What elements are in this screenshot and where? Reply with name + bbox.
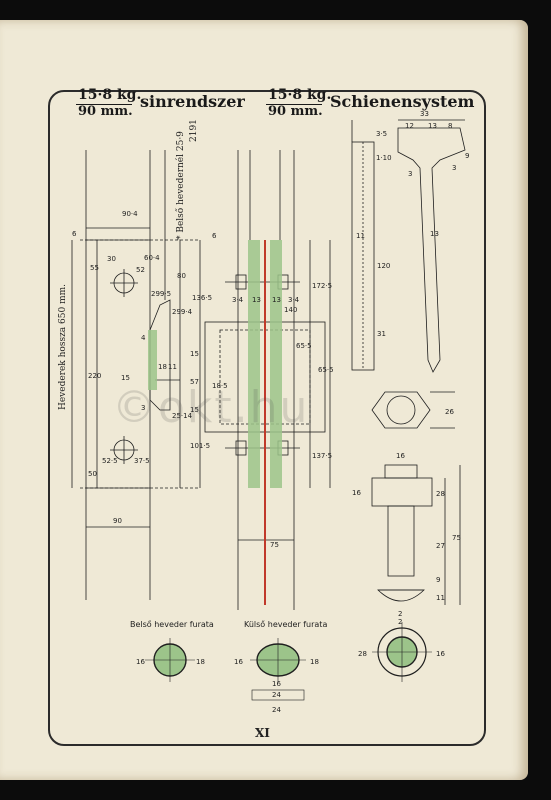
dim-label: 3·4 [288, 296, 300, 304]
dim-label: 8 [448, 122, 452, 130]
dim-label: 90·4 [122, 210, 138, 218]
page-number: XI [255, 726, 270, 740]
dim-label: 299·5 [151, 290, 171, 298]
dim-label: 37·5 [134, 457, 150, 465]
dim-label: 11 [168, 363, 177, 371]
dim-label: 3 [408, 170, 412, 178]
dim-label: 18 [158, 363, 167, 371]
dim-label: 136·5 [192, 294, 212, 302]
dim-label: 16 [136, 658, 145, 666]
dim-label: 26 [445, 408, 454, 416]
dim-label: 52 [136, 266, 145, 274]
right-title: Schienensystem [330, 92, 475, 111]
dim-label: 65·5 [318, 366, 334, 374]
dim-label: 57 [190, 378, 199, 386]
dim-label: 13 [272, 296, 281, 304]
dim-label: 2 [398, 618, 402, 626]
dim-label: 9 [436, 576, 440, 584]
dim-label: 50 [88, 470, 97, 478]
dim-label: 11 [436, 594, 445, 602]
dim-label: 75 [270, 541, 279, 549]
dim-label: 3 [141, 404, 145, 412]
dim-label: 75 [452, 534, 461, 542]
left-weight: 15·8 kg. [78, 87, 142, 103]
left-fraction-rule [76, 104, 132, 106]
dim-label: 140 [284, 306, 297, 314]
dim-label: 6 [212, 232, 217, 240]
right-mm: 90 mm. [268, 104, 323, 119]
side-label: Hevederek hossza 650 mm. [58, 284, 68, 410]
dim-label: 15 [190, 350, 199, 358]
watermark: ©okt.hu [112, 382, 310, 433]
fishplate-color-fill [148, 240, 282, 605]
dim-label: 52·5 [102, 457, 118, 465]
section-fishplate [148, 330, 157, 390]
drawing-frame [48, 90, 486, 746]
dim-label: 16 [352, 489, 361, 497]
right-fraction-rule [266, 104, 322, 106]
dim-label: 2 [398, 610, 402, 618]
dim-label: 137·5 [312, 452, 332, 460]
dim-label: 16 [272, 680, 281, 688]
left-title: sinrendszer [140, 92, 245, 111]
dim-label: 55 [90, 264, 99, 272]
dim-label: 101·5 [190, 442, 210, 450]
dim-label: 9 [465, 152, 469, 160]
dim-label: 13 [428, 122, 437, 130]
note-label: * Belső hevedernél 25·9 [175, 131, 186, 240]
dim-label: 299·4 [172, 308, 193, 316]
dim-label: 120 [377, 262, 390, 270]
dim-label: 13 [252, 296, 261, 304]
dim-label: 13 [430, 230, 439, 238]
dim-label: 65·5 [296, 342, 312, 350]
dim-label: 18 [196, 658, 205, 666]
bottom-hole-details [145, 622, 432, 701]
bolt-shank [387, 505, 415, 577]
outer-hole-caption: Külső heveder furata [244, 620, 328, 629]
dim-label: 31 [377, 330, 386, 338]
nut-side [371, 477, 433, 507]
dim-label: 1·10 [376, 154, 392, 162]
dim-label: 4 [141, 334, 146, 342]
dim-label: 15 [121, 374, 130, 382]
dim-label: 220 [88, 372, 101, 380]
dim-label: 18 [310, 658, 319, 666]
dim-label: 90 [113, 517, 122, 525]
dimension-labels: 90·4 30 60·4 52 55 80 6 6 136·5 299·5 29… [72, 110, 469, 714]
dim-label: 28 [436, 490, 445, 498]
dim-label: 6 [72, 230, 77, 238]
dim-label: 12 [405, 122, 414, 130]
dim-label: 30 [107, 255, 116, 263]
spike-front [397, 127, 466, 373]
dim-label: 11 [356, 232, 365, 240]
dim-label: 3 [452, 164, 456, 172]
dim-label: 80 [177, 272, 186, 280]
note-value2: 2191 [189, 119, 199, 142]
dim-label: 16 [396, 452, 405, 460]
dim-label: 16 [234, 658, 243, 666]
dim-label: 16 [436, 650, 445, 658]
outer-fishplate [270, 240, 282, 488]
dim-label: 3·4 [232, 296, 244, 304]
nut-top [371, 391, 431, 429]
dim-label: 33 [420, 110, 429, 118]
bolt-head [377, 589, 425, 602]
dim-label: 27 [436, 542, 445, 550]
right-weight: 15·8 kg. [268, 87, 332, 103]
dim-label: 28 [358, 650, 367, 658]
inner-fishplate [248, 240, 260, 488]
inner-hole-caption: Belső heveder furata [130, 620, 214, 629]
dim-label: 3·5 [376, 130, 387, 138]
left-mm: 90 mm. [78, 104, 133, 119]
dim-label: 24 [272, 691, 281, 699]
dim-label: 18·5 [212, 382, 228, 390]
dim-label: 24 [272, 706, 281, 714]
dim-label: 60·4 [144, 254, 160, 262]
dim-label: 25·14 [172, 412, 193, 420]
dim-label: 15 [190, 406, 199, 414]
dim-label: 172·5 [312, 282, 332, 290]
